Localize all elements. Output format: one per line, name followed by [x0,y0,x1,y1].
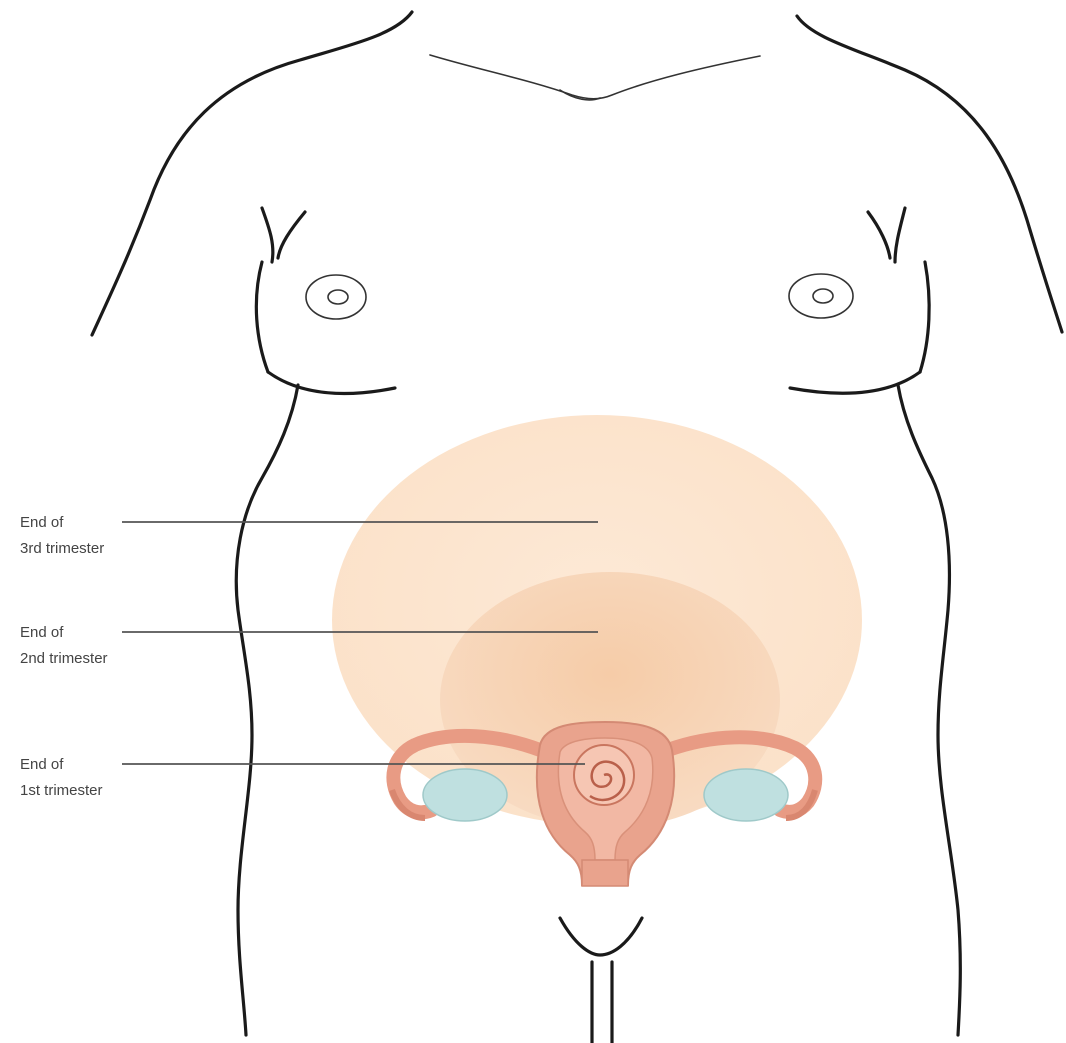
left-ovary [423,769,507,821]
first-trimester-label-line1: End of [20,756,64,773]
second-trimester-label-line1: End of [20,624,64,641]
third-trimester-label-line2: 3rd trimester [20,540,104,557]
third-trimester-label-line1: End of [20,514,64,531]
right-ovary [704,769,788,821]
first-trimester-label-line2: 1st trimester [20,782,103,799]
second-trimester-label-line2: 2nd trimester [20,650,108,667]
